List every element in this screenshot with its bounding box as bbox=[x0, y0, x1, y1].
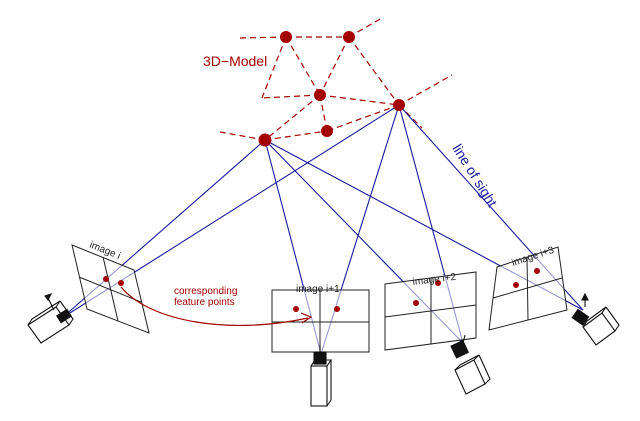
image-plane-4 bbox=[488, 246, 568, 331]
corresponding-label: corresponding bbox=[174, 286, 237, 297]
feature-point bbox=[103, 276, 109, 282]
camera-4 bbox=[571, 292, 620, 346]
image-plane-1 bbox=[71, 244, 150, 334]
model-point bbox=[343, 31, 355, 43]
feature-point bbox=[118, 280, 124, 286]
image-plane-3 bbox=[384, 271, 477, 351]
camera-2 bbox=[310, 345, 333, 407]
camera-3 bbox=[450, 334, 491, 395]
feature-points bbox=[103, 268, 540, 312]
image-3-label: image i+2 bbox=[412, 272, 457, 288]
feature-point bbox=[435, 280, 441, 286]
model-point bbox=[393, 99, 405, 111]
feature-points-label: feature points bbox=[174, 297, 235, 308]
model-label: 3D−Model bbox=[203, 53, 267, 69]
image-plane-2 bbox=[271, 289, 370, 353]
model-mesh bbox=[219, 17, 453, 141]
line-of-sight-label: line of sight bbox=[449, 141, 500, 210]
feature-point bbox=[534, 268, 540, 274]
feature-point bbox=[513, 282, 519, 288]
model-point bbox=[314, 89, 326, 101]
model-point bbox=[258, 133, 272, 147]
model-points bbox=[258, 31, 405, 147]
feature-point bbox=[293, 306, 299, 312]
feature-point bbox=[334, 306, 340, 312]
image-2-label: image i+1 bbox=[296, 284, 340, 295]
camera-1 bbox=[27, 293, 74, 344]
correspondence-arrow bbox=[120, 286, 313, 326]
feature-point bbox=[413, 300, 419, 306]
model-point bbox=[321, 125, 333, 137]
model-point bbox=[280, 31, 292, 43]
